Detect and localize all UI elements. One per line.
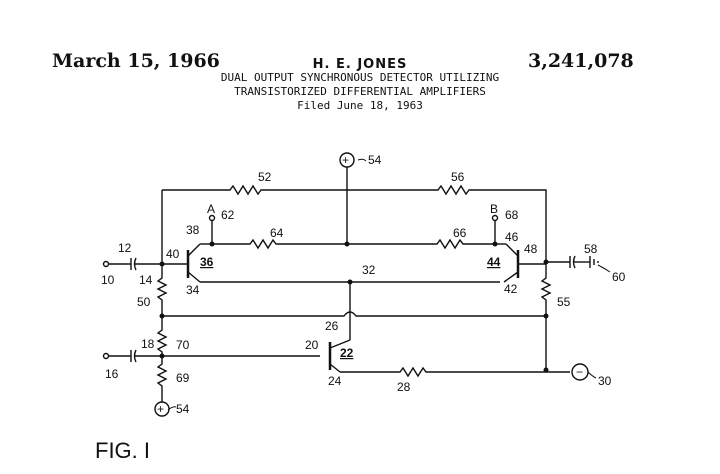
reference-label-B: B [490, 202, 498, 216]
top-wire [162, 184, 547, 262]
filed-date: Filed June 18, 1963 [297, 99, 423, 112]
reference-label-22: 22 [340, 346, 354, 360]
resistor-70 [156, 316, 168, 356]
reference-label-28: 28 [397, 380, 411, 394]
reference-label-42: 42 [504, 282, 518, 296]
title-line-2: TRANSISTORIZED DIFFERENTIAL AMPLIFIERS [234, 85, 486, 98]
reference-label-69: 69 [176, 371, 190, 385]
reference-label-58: 58 [584, 242, 598, 256]
reference-label-+: + [157, 402, 164, 416]
reference-label-A: A [207, 202, 215, 216]
reference-label-54: 54 [176, 402, 190, 416]
reference-label-26: 26 [325, 319, 339, 333]
reference-label-36: 36 [200, 255, 214, 269]
reference-label-24: 24 [328, 374, 342, 388]
resistor-28-line [340, 366, 570, 378]
collector-load-line [212, 238, 495, 250]
reference-label-46: 46 [505, 230, 519, 244]
reference-label-20: 20 [305, 338, 319, 352]
input-10-path [102, 257, 162, 271]
reference-label-68: 68 [505, 208, 519, 222]
input-16-path [102, 349, 320, 363]
reference-label-38: 38 [186, 223, 200, 237]
supply-terminal-30: − [571, 363, 589, 381]
reference-label-48: 48 [524, 242, 538, 256]
reference-label-+: + [342, 153, 349, 167]
resistor-69 [156, 356, 168, 402]
output-terminal-b [491, 214, 499, 222]
transistor-22 [328, 339, 351, 373]
reference-label-54: 54 [368, 153, 382, 167]
patent-number: 3,241,078 [528, 50, 634, 72]
reference-label-10: 10 [101, 273, 115, 287]
supply-terminal-54-bottom: + [154, 401, 170, 417]
figure-label: FIG. I [95, 438, 150, 463]
reference-label-12: 12 [118, 241, 132, 255]
supply-terminal-54-top: + [339, 152, 355, 243]
reference-label-70: 70 [176, 338, 190, 352]
resistor-55 [540, 262, 552, 370]
reference-label-16: 16 [105, 367, 119, 381]
reference-label-64: 64 [270, 226, 284, 240]
reference-label-50: 50 [137, 295, 151, 309]
reference-label-−: − [576, 365, 583, 379]
reference-label-44: 44 [487, 255, 501, 269]
reference-label-32: 32 [362, 263, 376, 277]
reference-label-18: 18 [141, 337, 155, 351]
reference-label-34: 34 [186, 283, 200, 297]
reference-label-14: 14 [139, 273, 153, 287]
reference-label-55: 55 [557, 295, 571, 309]
output-terminal-a [208, 214, 216, 222]
reference-label-62: 62 [221, 208, 235, 222]
patent-date: March 15, 1966 [52, 50, 220, 72]
title-line-1: DUAL OUTPUT SYNCHRONOUS DETECTOR UTILIZI… [220, 71, 500, 84]
mid-bus-line [162, 311, 546, 317]
reference-labels: 54 52 56 A 62 B 68 38 64 66 46 40 48 58 … [101, 153, 626, 416]
transistor-44 [495, 243, 546, 283]
reference-label-60: 60 [612, 270, 626, 284]
capacitor-58-ground [546, 255, 599, 269]
reference-label-66: 66 [453, 226, 467, 240]
reference-label-52: 52 [258, 170, 272, 184]
inventor-name: H. E. JONES [312, 57, 408, 72]
resistor-50 [156, 264, 168, 316]
reference-label-40: 40 [166, 247, 180, 261]
reference-label-30: 30 [598, 374, 612, 388]
reference-label-56: 56 [451, 170, 465, 184]
